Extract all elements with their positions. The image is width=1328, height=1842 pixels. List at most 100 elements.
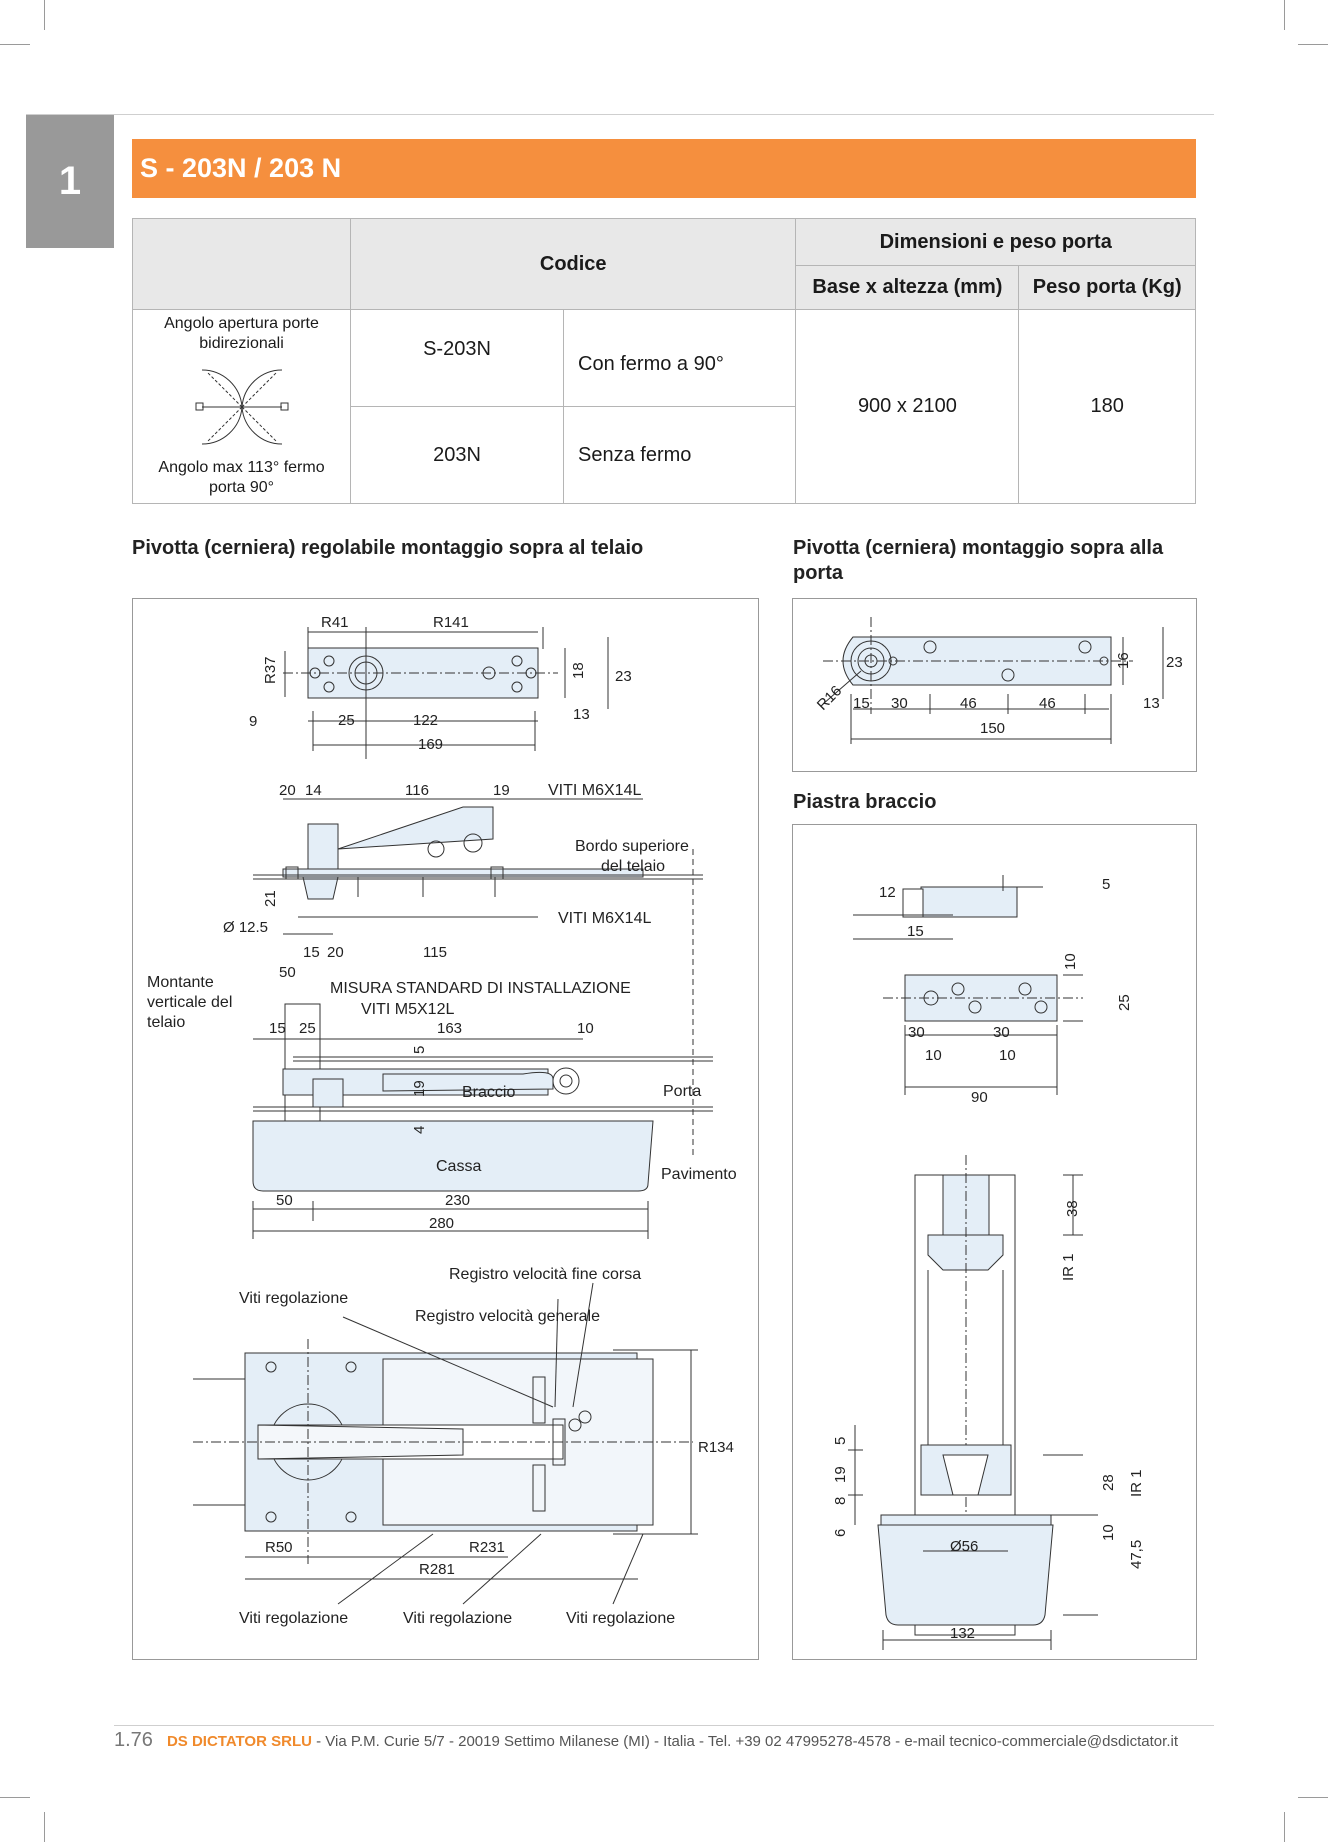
- size-header: Base x altezza (mm): [795, 265, 1020, 310]
- label-montante-2: verticale del: [147, 994, 232, 1011]
- dim-5: 5: [1102, 876, 1110, 893]
- label-viti-m6-bottom: VITI M6X14L: [558, 910, 651, 927]
- dim-15: 15: [853, 695, 870, 712]
- drawing-panel-left: R41 R141 R37 18 23 9 25 122 13 169 20 14…: [132, 598, 759, 1660]
- desc-cell-1: Con fermo a 90°: [562, 309, 797, 407]
- header-rule: [26, 114, 1214, 115]
- dim-46a: 46: [960, 695, 977, 712]
- page-title: S - 203N / 203 N: [132, 139, 1196, 198]
- code-cell-2: 203N: [350, 406, 564, 504]
- dim-115: 115: [423, 944, 447, 961]
- dim-15b: 15: [269, 1020, 286, 1037]
- dim-5b: 5: [832, 1437, 849, 1445]
- label-montante-1: Montante: [147, 974, 214, 991]
- crop-mark: [0, 44, 30, 45]
- spec-table: Codice Dimensioni e peso porta Base x al…: [132, 218, 1196, 504]
- dim-10a: 10: [925, 1047, 942, 1064]
- dim-5: 5: [411, 1046, 428, 1054]
- desc-cell-2: Senza fermo: [562, 406, 797, 504]
- dim-23: 23: [615, 668, 632, 685]
- dim-ir1a: IR 1: [1060, 1253, 1077, 1281]
- dim-14: 14: [305, 782, 322, 799]
- technical-drawing-right-bottom: 12 15 5 10 25 30 30 10 10 90 38 IR 1 5 1…: [832, 875, 1145, 1650]
- dim-230: 230: [445, 1192, 470, 1209]
- label-del-telaio: del telaio: [601, 858, 665, 875]
- crop-mark: [44, 0, 45, 30]
- dim-50b: 50: [276, 1192, 293, 1209]
- dim-50: 50: [279, 964, 296, 981]
- label-registro-generale: Registro velocità generale: [415, 1308, 600, 1325]
- label-registro-fine-corsa: Registro velocità fine corsa: [449, 1266, 641, 1283]
- label-bordo: Bordo superiore: [575, 838, 689, 855]
- dim-30a: 30: [908, 1024, 925, 1041]
- section-title-right-top: Pivotta (cerniera) montaggio sopra alla …: [793, 537, 1164, 584]
- label-misura: MISURA STANDARD DI INSTALLAZIONE: [330, 980, 631, 997]
- dim-15: 15: [907, 923, 924, 940]
- dim-r281: R281: [419, 1561, 455, 1578]
- dim-4: 4: [411, 1126, 428, 1134]
- dim-r134: R134: [698, 1439, 734, 1456]
- code-cell-1: S-203N: [350, 309, 564, 407]
- company-address: - Via P.M. Curie 5/7 - 20019 Settimo Mil…: [311, 1733, 1178, 1750]
- drawing-panel-right-top: R16 15 30 46 46 13 16 23 150: [792, 598, 1197, 772]
- dim-18: 18: [570, 662, 587, 679]
- dim-12-5: Ø 12.5: [223, 919, 268, 936]
- dim-8: 8: [832, 1497, 849, 1505]
- angle-cell: Angolo apertura porte bidirezionali Ango…: [132, 309, 351, 504]
- crop-mark: [44, 1812, 45, 1842]
- dim-15: 15: [303, 944, 320, 961]
- dim-ir1b: IR 1: [1128, 1469, 1145, 1497]
- label-pavimento: Pavimento: [661, 1166, 737, 1183]
- dim-25: 25: [338, 712, 355, 729]
- dim-38: 38: [1064, 1200, 1081, 1217]
- dim-28: 28: [1100, 1474, 1117, 1491]
- technical-drawing-left: R41 R141 R37 18 23 9 25 122 13 169 20 14…: [147, 614, 737, 1627]
- dim-30: 30: [891, 695, 908, 712]
- size-value: 900 x 2100: [795, 309, 1020, 504]
- label-viti-m5: VITI M5X12L: [361, 1001, 454, 1018]
- dim-10: 10: [577, 1020, 594, 1037]
- label-viti-regolazione-top: Viti regolazione: [239, 1290, 348, 1307]
- dim-r16: R16: [814, 682, 845, 713]
- technical-drawing-right-top: R16 15 30 46 46 13 16 23 150: [814, 617, 1183, 744]
- dim-122: 122: [413, 712, 438, 729]
- label-braccio: Braccio: [462, 1084, 515, 1101]
- dim-r37: R37: [262, 656, 279, 684]
- dim-46b: 46: [1039, 695, 1056, 712]
- dim-19: 19: [493, 782, 510, 799]
- page-number: 1.76: [114, 1729, 153, 1751]
- label-viti-regolazione-1: Viti regolazione: [239, 1610, 348, 1627]
- chapter-tab: 1: [26, 115, 114, 248]
- dim-169: 169: [418, 736, 443, 753]
- table-blank-header: [132, 218, 351, 310]
- dim-132: 132: [950, 1625, 975, 1642]
- label-viti-m6-top: VITI M6X14L: [548, 782, 641, 799]
- dim-9: 9: [249, 713, 257, 730]
- dim-20b: 20: [327, 944, 344, 961]
- dim-19: 19: [832, 1466, 849, 1483]
- weight-header: Peso porta (Kg): [1018, 265, 1196, 310]
- dim-25b: 25: [299, 1020, 316, 1037]
- footer: 1.76 DS DICTATOR SRLU - Via P.M. Curie 5/…: [114, 1729, 1214, 1752]
- angle-bottom-label: Angolo max 113° fermo porta 90°: [158, 459, 325, 496]
- dim-280: 280: [429, 1215, 454, 1232]
- dim-12: 12: [879, 884, 896, 901]
- dim-23: 23: [1166, 654, 1183, 671]
- dim-20: 20: [279, 782, 296, 799]
- dim-163: 163: [437, 1020, 462, 1037]
- dim-10b: 10: [999, 1047, 1016, 1064]
- dim-10c: 10: [1100, 1524, 1117, 1541]
- company-name: DS DICTATOR SRLU: [166, 1733, 312, 1750]
- dim-150: 150: [980, 720, 1005, 737]
- label-cassa: Cassa: [436, 1158, 481, 1175]
- dim-21: 21: [262, 890, 279, 907]
- codice-header: Codice: [349, 218, 797, 310]
- label-porta: Porta: [663, 1083, 701, 1100]
- label-montante-3: telaio: [147, 1014, 185, 1031]
- dim-r50: R50: [265, 1539, 293, 1556]
- section-title-left: Pivotta (cerniera) regolabile montaggio …: [132, 537, 644, 559]
- footer-rule: [114, 1725, 1214, 1726]
- dim-47-5: 47,5: [1128, 1540, 1145, 1569]
- dim-13: 13: [1143, 695, 1160, 712]
- crop-mark: [1298, 1797, 1328, 1798]
